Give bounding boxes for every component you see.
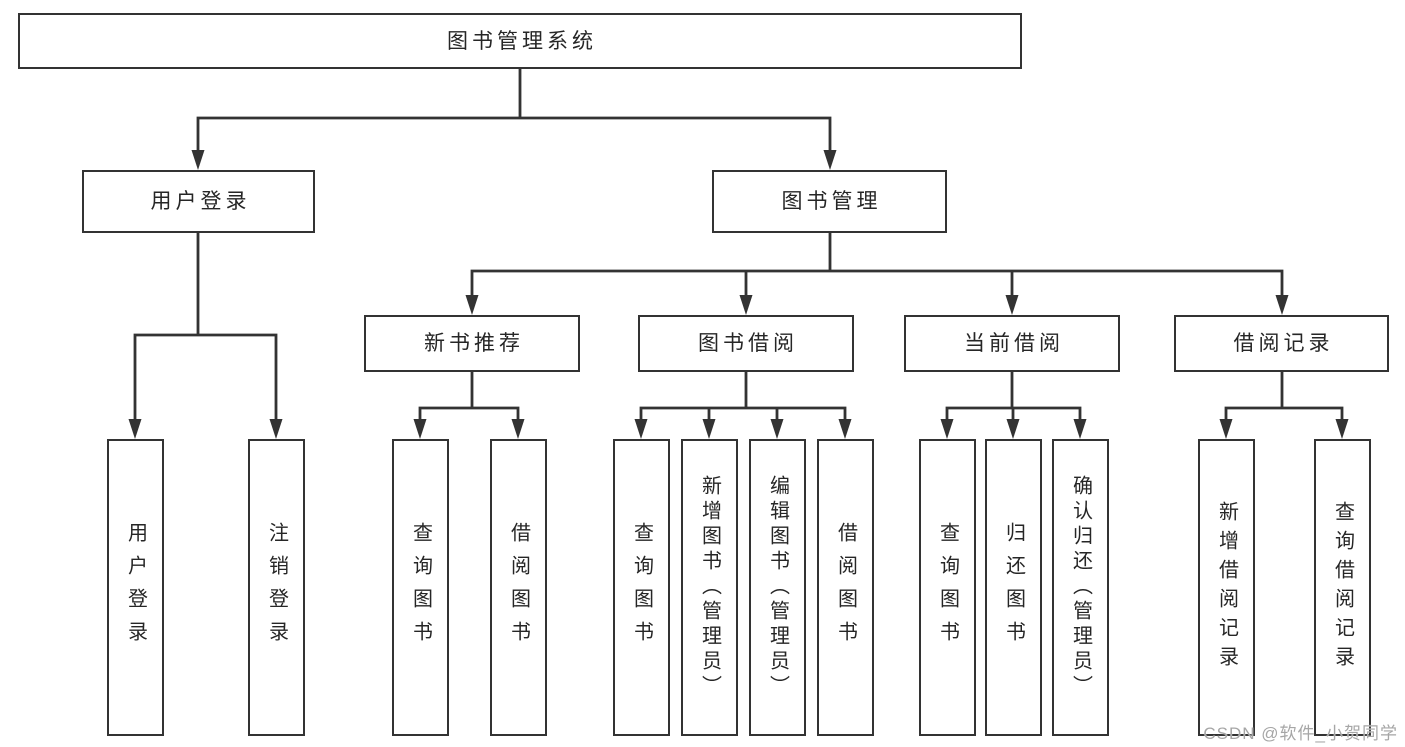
node-label: 新书推荐 <box>424 332 524 355</box>
node-label: 用户登录 <box>150 190 251 213</box>
arrowhead <box>1073 419 1087 439</box>
arrowhead <box>823 150 837 170</box>
arrowhead <box>269 419 283 439</box>
node-label: 查询借阅记录 <box>1331 500 1354 675</box>
node-leaf-query-borrow-record: 查询借阅记录 <box>1314 439 1371 736</box>
node-leaf-borrow-books: 借阅图书 <box>817 439 874 736</box>
node-label: 归还图书 <box>1002 521 1025 654</box>
connector-book-borrow-to-leaves <box>634 370 852 439</box>
node-label: 图书借阅 <box>698 332 798 355</box>
node-leaf-logout: 注销登录 <box>248 439 305 736</box>
node-label: 编辑图书（管理员） <box>766 475 789 700</box>
node-label: 新增借阅记录 <box>1215 500 1238 675</box>
node-book-management: 图书管理 <box>712 170 947 233</box>
node-label: 新增图书（管理员） <box>698 475 721 700</box>
node-leaf-confirm-return-admin: 确认归还（管理员） <box>1052 439 1109 736</box>
arrowhead <box>191 150 205 170</box>
node-book-borrow: 图书借阅 <box>638 315 854 372</box>
arrowhead <box>940 419 954 439</box>
connector-current-borrow-to-leaves <box>940 370 1087 439</box>
node-leaf-return-books: 归还图书 <box>985 439 1042 736</box>
arrowhead <box>128 419 142 439</box>
node-current-borrow: 当前借阅 <box>904 315 1120 372</box>
node-label: 图书管理 <box>781 190 882 213</box>
node-label: 查询图书 <box>936 521 959 654</box>
connector-root-to-level2 <box>191 67 837 170</box>
node-new-book-recommend: 新书推荐 <box>364 315 580 372</box>
node-label: 借阅图书 <box>834 521 857 654</box>
arrowhead <box>702 419 716 439</box>
arrowhead <box>1005 295 1019 315</box>
arrowhead <box>1006 419 1020 439</box>
arrowhead <box>413 419 427 439</box>
node-user-login: 用户登录 <box>82 170 315 233</box>
arrowhead <box>1335 419 1349 439</box>
arrowhead <box>1275 295 1289 315</box>
arrowhead <box>770 419 784 439</box>
node-library-management-system: 图书管理系统 <box>18 13 1022 69</box>
node-label: 用户登录 <box>124 521 147 654</box>
arrowhead <box>634 419 648 439</box>
node-label: 查询图书 <box>630 521 653 654</box>
arrowhead <box>838 419 852 439</box>
node-label: 图书管理系统 <box>447 29 597 53</box>
node-borrow-records: 借阅记录 <box>1174 315 1389 372</box>
connector-user-login-to-leaves <box>128 231 283 439</box>
node-leaf-query-books-borrow: 查询图书 <box>613 439 670 736</box>
node-label: 当前借阅 <box>964 332 1064 355</box>
node-label: 借阅记录 <box>1233 332 1334 355</box>
arrowhead <box>465 295 479 315</box>
connector-borrow-records-to-leaves <box>1219 370 1349 439</box>
node-leaf-query-books-recommend: 查询图书 <box>392 439 449 736</box>
csdn-watermark: CSDN @软件_小贺同学 <box>1203 724 1398 743</box>
connector-new-book-recommend-to-leaves <box>413 370 525 439</box>
node-leaf-query-books-current: 查询图书 <box>919 439 976 736</box>
node-leaf-borrow-books-recommend: 借阅图书 <box>490 439 547 736</box>
node-leaf-add-books-admin: 新增图书（管理员） <box>681 439 738 736</box>
arrowhead <box>1219 419 1233 439</box>
node-label: 查询图书 <box>409 521 432 654</box>
node-label: 借阅图书 <box>507 521 530 654</box>
arrowhead <box>511 419 525 439</box>
arrowhead <box>739 295 753 315</box>
node-leaf-user-login: 用户登录 <box>107 439 164 736</box>
node-label: 确认归还（管理员） <box>1069 475 1092 700</box>
node-leaf-add-borrow-record: 新增借阅记录 <box>1198 439 1255 736</box>
node-leaf-edit-books-admin: 编辑图书（管理员） <box>749 439 806 736</box>
node-label: 注销登录 <box>265 521 288 654</box>
connector-book-management-to-level3 <box>465 231 1289 315</box>
